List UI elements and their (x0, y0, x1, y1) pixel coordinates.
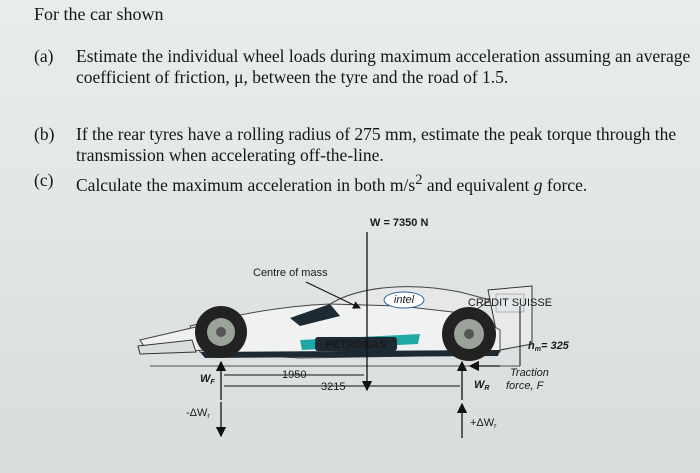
traction-label-line2: force, F (506, 380, 545, 392)
credit-suisse-badge (495, 293, 525, 313)
front-transfer-subscript: r (207, 413, 210, 420)
question-c-text-start: Calculate the maximum acceleration in bo… (76, 174, 416, 195)
question-c-text: Calculate the maximum acceleration in bo… (76, 170, 700, 196)
traction-label-line1: Traction (510, 367, 549, 379)
car-cockpit (290, 304, 340, 326)
dim-1950-label: 1950 (282, 369, 306, 381)
petronas-panel (315, 337, 397, 351)
question-c-superscript: 2 (415, 172, 423, 188)
question-a-number: (a) (34, 46, 54, 66)
intel-logo-badge (383, 291, 425, 309)
dim-3215-label: 3215 (321, 381, 345, 393)
question-b-text: If the rear tyres have a rolling radius … (76, 124, 677, 165)
rear-load-label: WR (474, 379, 489, 392)
rear-transfer-symbol: +ΔW (470, 417, 495, 429)
question-b-number: (b) (34, 124, 55, 144)
intel-logo: intel (394, 294, 415, 306)
rear-load-symbol: W (474, 379, 486, 391)
car-front-wing (137, 339, 197, 355)
centre-of-mass-label: Centre of mass (253, 267, 328, 279)
race-car: PETRONAS intel CREDIT SUISSE (137, 285, 552, 359)
front-load-subscript: F (210, 379, 215, 386)
rear-transfer-subscript: r (494, 423, 497, 430)
question-c-g: g (533, 174, 543, 195)
front-wheel (195, 306, 247, 358)
intro-text: For the car shown (34, 4, 164, 24)
question-a-text: Estimate the individual wheel loads duri… (76, 46, 691, 87)
front-load-symbol: W (200, 373, 212, 385)
rear-load-subscript: R (484, 385, 489, 392)
rear-transfer-label: +ΔWr (470, 417, 497, 430)
question-c-number: (c) (34, 170, 54, 190)
petronas-logo: PETRONAS (325, 339, 386, 351)
height-value: = 325 (541, 340, 570, 352)
credit-suisse-logo: CREDIT SUISSE (468, 297, 552, 309)
front-load-label: WF (200, 373, 215, 386)
rear-wheel (442, 307, 496, 361)
height-label: hm= 325 (528, 340, 570, 353)
question-c-text-end: force. (542, 174, 588, 195)
height-symbol: h (528, 340, 535, 352)
weight-label: W = 7350 N (370, 217, 428, 229)
question-c-text-mid: and equivalent (422, 174, 534, 195)
front-transfer-label: -ΔWr (186, 407, 210, 420)
centre-of-mass-pointer (305, 281, 361, 309)
front-transfer-symbol: -ΔW (186, 407, 208, 419)
height-subscript: m (535, 346, 541, 353)
car-floor (200, 350, 500, 358)
